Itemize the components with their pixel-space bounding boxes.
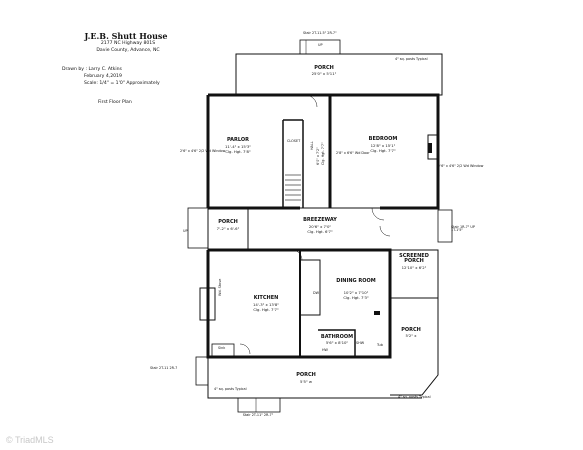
door-swing-4 — [379, 225, 391, 237]
parlor-ceiling: Clg. Hgt. 7'8" — [225, 149, 251, 154]
right-porch-size: 5'2" x — [405, 333, 417, 338]
dw-label: DW — [313, 291, 319, 295]
right-porch-outline — [390, 297, 439, 396]
bedroom-label: BEDROOM — [368, 136, 398, 142]
kitchen-label: KITCHEN — [253, 295, 279, 301]
bedroom-ceiling: Clg. Hgt. 7'7" — [370, 148, 396, 153]
bedroom-window-note: 2'6" x 4'6" 2/2 Wd Window — [438, 164, 484, 168]
right-porch-label: PORCH — [401, 327, 421, 333]
watermark: © TriadMLS — [6, 435, 54, 445]
parlor-walls — [206, 93, 332, 210]
pantry-walls — [300, 259, 321, 316]
bottom-stair-label: Stair 2T-11" 2R-7" — [242, 413, 274, 417]
breezeway-outline — [248, 207, 438, 251]
top-posts-note: 4" sq. posts Typical — [395, 57, 428, 61]
bottom-posts-note: 4" sq. posts Typical — [214, 387, 247, 391]
parlor-label: PARLOR — [226, 137, 250, 143]
bottom-stair — [237, 397, 281, 413]
bathroom-label: BATHROOM — [320, 334, 354, 340]
closet-stairs — [285, 174, 301, 201]
kitchen-size: 14'-3" x 13'8" — [252, 302, 280, 307]
dining-label: DINING ROOM — [336, 278, 376, 284]
hall-walls — [282, 119, 304, 208]
plan-location: Davie County, Advance, NC — [96, 48, 160, 53]
hall-size: 6'0" x 7'2" — [316, 147, 320, 165]
kitchen-chimney — [199, 287, 216, 321]
parlor-size: 11'-4" x 15'3" — [224, 144, 252, 149]
top-stair — [299, 39, 341, 55]
wd-stove-label: Wd. Stove — [218, 278, 222, 296]
bottom-porch-label: PORCH — [296, 372, 316, 378]
left-porch-size: 7'-2" x 6'-6" — [216, 226, 240, 231]
right-stair — [437, 209, 453, 243]
posts-note: 4" sq. posts Typical — [398, 395, 431, 399]
hall-ceiling: Clg. Hgt. 7'7" — [321, 142, 325, 165]
hall-label: HALL — [310, 141, 314, 150]
top-porch-label: PORCH — [314, 65, 334, 71]
top-stair-label: Stair 2T-11.5" 2R-7" — [303, 31, 337, 35]
parlor-window-note: 2'6" x 4'6" 2/2 Wd Window — [180, 149, 226, 153]
tub-label: Tub — [377, 343, 383, 347]
hw-label: HW — [322, 348, 328, 352]
kitchen-sink — [211, 343, 235, 357]
left-stair — [187, 207, 209, 249]
bottom-left-stair-label: Stair 2T-11 2R-7 — [150, 366, 178, 370]
door-swing-1 — [304, 94, 318, 108]
plan-address: 2177 NC Highway 801S — [100, 41, 156, 46]
sink-label: Sink — [218, 346, 226, 350]
door-swing-3 — [291, 249, 303, 261]
bottom-left-stair — [195, 356, 209, 386]
door-swing-2 — [371, 207, 385, 221]
breezeway-size: 20'6" x 7'0" — [308, 224, 332, 229]
plan-date: February 4,2019 — [84, 74, 122, 79]
plan-name: First Floor Plan — [98, 100, 132, 105]
bottom-porch-size: 5'5" w — [300, 379, 312, 384]
plan-scale: Scale: 1/4" = 1'0" Approximately — [84, 81, 160, 86]
door-swing-5 — [239, 343, 251, 355]
breezeway-label: BREEZEWAY — [303, 217, 337, 223]
bathroom-walls — [318, 329, 356, 357]
screened-porch-label: SCREENED PORCH — [399, 253, 429, 264]
screened-porch-size: 12'10" x 6'2" — [401, 265, 427, 270]
lower-block-walls — [206, 248, 392, 359]
right-stair-label: Stair 1R-7" UP 1T-1'5" — [451, 225, 475, 233]
left-porch-label: PORCH — [218, 219, 238, 225]
left-stair-up: UP — [183, 229, 188, 233]
plan-title: J.E.B. Shutt House — [84, 31, 168, 41]
drawn-by: Drawn by : Larry C. Atkins — [62, 67, 122, 72]
closet-label: CLOSET — [287, 139, 301, 143]
hall-door-note: 2'8" x 6'6" Wd Door — [336, 151, 370, 155]
shw-label: SHW — [356, 341, 365, 345]
dining-ceiling: Clg. Hgt. 7'3" — [343, 295, 369, 300]
kitchen-ceiling: Clg. Hgt. 7'7" — [253, 307, 279, 312]
hall-name: HALL — [310, 141, 314, 150]
dining-size: 10'2" x 7'10" — [343, 290, 369, 295]
top-porch-size: 25'0" x 5'11" — [311, 71, 337, 76]
breezeway-ceiling: Clg. Hgt. 6'7" — [307, 229, 333, 234]
bedroom-size: 12'8" x 15'1" — [370, 143, 396, 148]
bathroom-size: 5'6" x 8'10" — [325, 340, 349, 345]
top-stair-up: UP — [318, 43, 323, 47]
